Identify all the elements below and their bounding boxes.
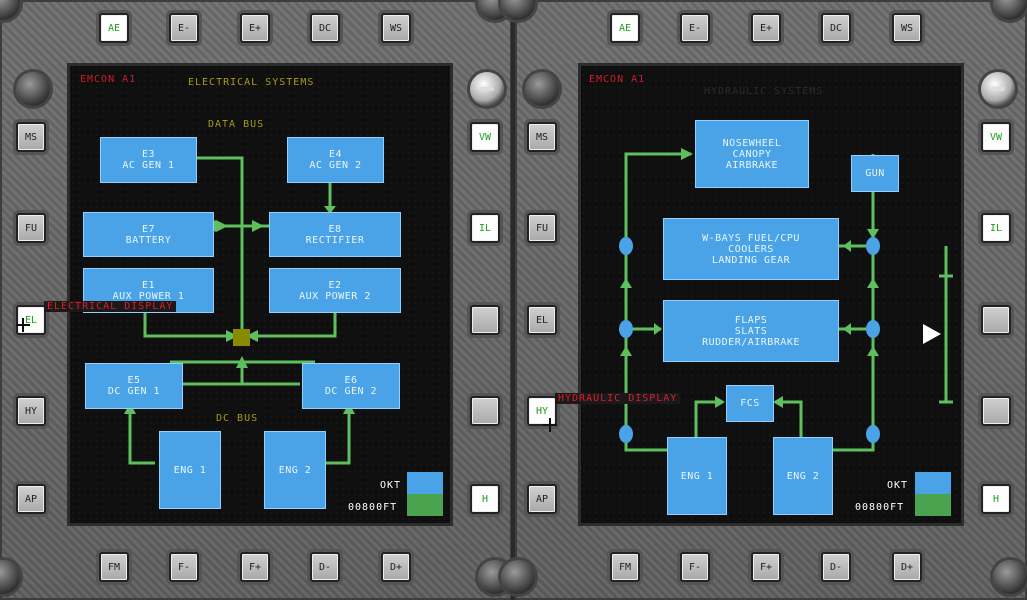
- eng-1-block: ENG 1: [667, 437, 727, 515]
- osb-el-button[interactable]: EL: [16, 305, 46, 335]
- osb-ms-button[interactable]: MS: [527, 122, 557, 152]
- osb-ms-button[interactable]: MS: [16, 122, 46, 152]
- nosewheel-canopy-airbrake-block: NOSEWHEEL CANOPY AIRBRAKE: [695, 120, 809, 188]
- panel-divider: [511, 0, 515, 600]
- osb-right-4-button[interactable]: [981, 396, 1011, 426]
- page-title: HYDRAULIC SYSTEMS: [704, 86, 824, 97]
- pointer-arrow-icon: [923, 324, 941, 344]
- mouse-cursor-icon: [16, 318, 30, 332]
- speed-swatch: [915, 472, 951, 494]
- e5-dc-gen-1-block: E5 DC GEN 1: [85, 363, 183, 409]
- left-mfd-panel: AE E- E+ DC WS MS FU EL HY AP VW IL H FM…: [0, 0, 512, 600]
- emcon-status: EMCON A1: [589, 74, 646, 85]
- osb-right-3-button[interactable]: [981, 305, 1011, 335]
- page-title: ELECTRICAL SYSTEMS: [188, 77, 315, 88]
- gun-block: GUN: [851, 155, 899, 192]
- osb-f-minus-button[interactable]: F-: [169, 552, 199, 582]
- osb-right-4-button[interactable]: [470, 396, 500, 426]
- osb-h-button[interactable]: H: [470, 484, 500, 514]
- e2-aux-power-2-block: E2 AUX POWER 2: [269, 268, 401, 313]
- altitude-readout: 00800FT: [855, 502, 905, 513]
- osb-d-plus-button[interactable]: D+: [892, 552, 922, 582]
- altitude-readout: 00800FT: [348, 502, 398, 513]
- speed-readout: OKT: [380, 480, 402, 491]
- osb-right-3-button[interactable]: [470, 305, 500, 335]
- altitude-swatch: [915, 494, 951, 516]
- osb-d-minus-button[interactable]: D-: [821, 552, 851, 582]
- corner-knob[interactable]: [501, 0, 535, 20]
- brightness-knob[interactable]: [525, 72, 559, 106]
- osb-el-button[interactable]: EL: [527, 305, 557, 335]
- electrical-display-tooltip: ELECTRICAL DISPLAY: [44, 301, 177, 312]
- corner-knob[interactable]: [993, 0, 1027, 20]
- osb-fu-button[interactable]: FU: [527, 213, 557, 243]
- contrast-knob[interactable]: [470, 72, 504, 106]
- osb-e-minus-button[interactable]: E-: [680, 13, 710, 43]
- brightness-knob[interactable]: [16, 72, 50, 106]
- right-mfd-panel: AE E- E+ DC WS MS FU EL HY AP VW IL H FM…: [501, 0, 1027, 600]
- dc-bus-label: DC BUS: [216, 413, 259, 424]
- bus-node: [233, 329, 250, 346]
- altitude-swatch: [407, 494, 443, 516]
- osb-vw-button[interactable]: VW: [981, 122, 1011, 152]
- osb-f-plus-button[interactable]: F+: [751, 552, 781, 582]
- hydraulic-flow-lines: [619, 148, 953, 452]
- osb-fu-button[interactable]: FU: [16, 213, 46, 243]
- eng-1-block: ENG 1: [159, 431, 221, 509]
- osb-dc-button[interactable]: DC: [310, 13, 340, 43]
- osb-ae-button[interactable]: AE: [99, 13, 129, 43]
- osb-dc-button[interactable]: DC: [821, 13, 851, 43]
- w-bays-fuel-cpu-coolers-landing-gear-block: W-BAYS FUEL/CPU COOLERS LANDING GEAR: [663, 218, 839, 280]
- corner-knob[interactable]: [0, 0, 20, 20]
- osb-ae-button[interactable]: AE: [610, 13, 640, 43]
- e8-rectifier-block: E8 RECTIFIER: [269, 212, 401, 257]
- osb-d-plus-button[interactable]: D+: [381, 552, 411, 582]
- osb-fm-button[interactable]: FM: [99, 552, 129, 582]
- corner-knob[interactable]: [0, 560, 20, 594]
- corner-knob[interactable]: [993, 560, 1027, 594]
- e4-ac-gen-2-block: E4 AC GEN 2: [287, 137, 384, 183]
- eng-2-block: ENG 2: [773, 437, 833, 515]
- osb-fm-button[interactable]: FM: [610, 552, 640, 582]
- osb-hy-button[interactable]: HY: [16, 396, 46, 426]
- mouse-cursor-icon: [543, 418, 557, 432]
- osb-hy-button[interactable]: HY: [527, 396, 557, 426]
- osb-e-plus-button[interactable]: E+: [751, 13, 781, 43]
- fcs-block: FCS: [726, 385, 774, 422]
- e6-dc-gen-2-block: E6 DC GEN 2: [302, 363, 400, 409]
- osb-e-minus-button[interactable]: E-: [169, 13, 199, 43]
- speed-readout: OKT: [887, 480, 909, 491]
- osb-ws-button[interactable]: WS: [892, 13, 922, 43]
- electrical-display-screen: EMCON A1 ELECTRICAL SYSTEMS DATA BUS DC …: [67, 63, 453, 526]
- osb-ap-button[interactable]: AP: [527, 484, 557, 514]
- osb-ws-button[interactable]: WS: [381, 13, 411, 43]
- corner-knob[interactable]: [501, 560, 535, 594]
- hydraulic-display-screen: EMCON A1 HYDRAULIC SYSTEMS NOSEWHEEL CAN…: [578, 63, 964, 526]
- data-bus-label: DATA BUS: [208, 119, 265, 130]
- osb-e-plus-button[interactable]: E+: [240, 13, 270, 43]
- osb-d-minus-button[interactable]: D-: [310, 552, 340, 582]
- osb-f-minus-button[interactable]: F-: [680, 552, 710, 582]
- osb-h-button[interactable]: H: [981, 484, 1011, 514]
- hydraulic-display-tooltip: HYDRAULIC DISPLAY: [555, 393, 681, 404]
- emcon-status: EMCON A1: [80, 74, 137, 85]
- osb-ap-button[interactable]: AP: [16, 484, 46, 514]
- e3-ac-gen-1-block: E3 AC GEN 1: [100, 137, 197, 183]
- contrast-knob[interactable]: [981, 72, 1015, 106]
- flaps-slats-rudder-airbrake-block: FLAPS SLATS RUDDER/AIRBRAKE: [663, 300, 839, 362]
- eng-2-block: ENG 2: [264, 431, 326, 509]
- osb-f-plus-button[interactable]: F+: [240, 552, 270, 582]
- osb-il-button[interactable]: IL: [981, 213, 1011, 243]
- speed-swatch: [407, 472, 443, 494]
- osb-il-button[interactable]: IL: [470, 213, 500, 243]
- e7-battery-block: E7 BATTERY: [83, 212, 214, 257]
- osb-vw-button[interactable]: VW: [470, 122, 500, 152]
